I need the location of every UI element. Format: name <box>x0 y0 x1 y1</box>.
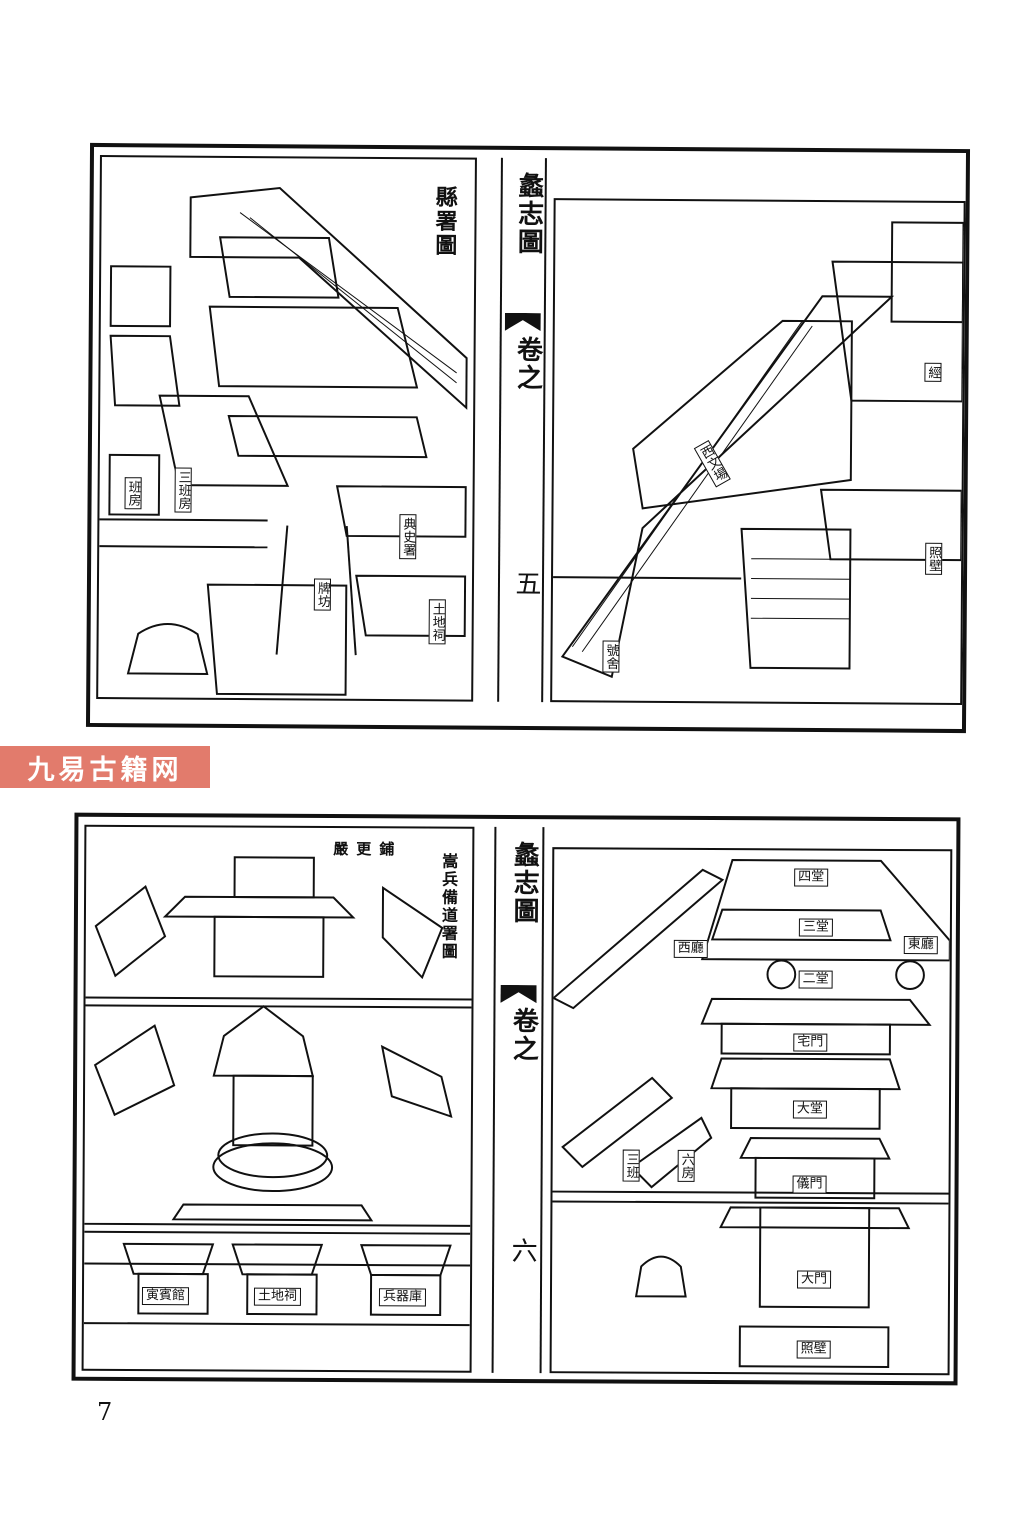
building-label: 土地祠 <box>253 1287 302 1307</box>
folio-number: 五 <box>510 569 542 599</box>
county-office-drawing <box>99 187 468 696</box>
book-title: 蠡志圖 <box>513 171 544 257</box>
building-label: 兵器庫 <box>378 1288 427 1307</box>
building-label: 二堂 <box>798 970 833 989</box>
building-label: 大門 <box>797 1270 832 1289</box>
building-label: 西廳 <box>673 939 708 959</box>
bottom-spread-frame: 嵩兵備道署圖 嚴更鋪 寅賓館 土地祠 兵器庫 蠡志圖 卷之 六 <box>71 812 961 1386</box>
building-label: 號舍 <box>602 640 620 673</box>
building-label: 三堂 <box>798 918 833 937</box>
building-label: 儀門 <box>792 1175 827 1194</box>
top-center-column: 蠡志圖 卷之 五 <box>497 157 547 703</box>
building-label: 大堂 <box>792 1100 828 1119</box>
bottom-right-illustration: 四堂 三堂 二堂 宅門 大堂 儀門 大門 照壁 東廳 西廳 三班 六房 <box>549 847 953 1376</box>
building-label: 宅門 <box>793 1033 828 1052</box>
yamen-compound-drawing <box>551 859 951 1368</box>
folio-number: 六 <box>507 1236 538 1266</box>
building-label: 三班房 <box>174 467 192 513</box>
map-title: 嵩兵備道署圖 <box>438 852 459 961</box>
military-circuit-office-drawing <box>83 856 472 1327</box>
top-left-illustration: 縣署圖 典史署 土地祠 三班房 班房 牌坊 <box>96 155 477 702</box>
county-office-map-title: 縣署圖 <box>431 185 458 258</box>
fish-tail-mark <box>501 985 537 1003</box>
night-watch-post-label: 嚴更鋪 <box>333 840 403 859</box>
volume-label: 卷之 <box>512 335 543 393</box>
building-label: 牌坊 <box>313 578 332 611</box>
building-label: 三班 <box>622 1149 640 1182</box>
building-label: 班房 <box>124 477 142 510</box>
building-label: 經 <box>924 362 942 382</box>
building-label: 六房 <box>677 1149 695 1182</box>
top-spread-frame: 縣署圖 典史署 土地祠 三班房 班房 牌坊 蠡志圖 卷之 五 經 西文場 照壁 … <box>85 142 971 734</box>
building-label: 典史署 <box>399 514 417 560</box>
building-label: 寅賓館 <box>141 1287 190 1306</box>
examination-hall-drawing <box>553 221 964 679</box>
book-title: 蠡志圖 <box>508 840 540 926</box>
volume-label: 卷之 <box>508 1006 539 1064</box>
building-label: 東廳 <box>903 936 938 955</box>
site-watermark: 九易古籍网 <box>0 746 210 788</box>
building-label: 四堂 <box>794 868 829 887</box>
bottom-left-illustration: 嵩兵備道署圖 嚴更鋪 寅賓館 土地祠 兵器庫 <box>81 824 475 1373</box>
top-right-illustration: 經 西文場 照壁 號舍 <box>550 198 966 706</box>
building-label: 照壁 <box>796 1340 831 1359</box>
fish-tail-mark <box>505 313 541 331</box>
building-label: 土地祠 <box>428 599 446 645</box>
building-label: 照壁 <box>925 542 943 575</box>
bottom-center-column: 蠡志圖 卷之 六 <box>491 826 545 1374</box>
page-number: 7 <box>97 1398 113 1426</box>
